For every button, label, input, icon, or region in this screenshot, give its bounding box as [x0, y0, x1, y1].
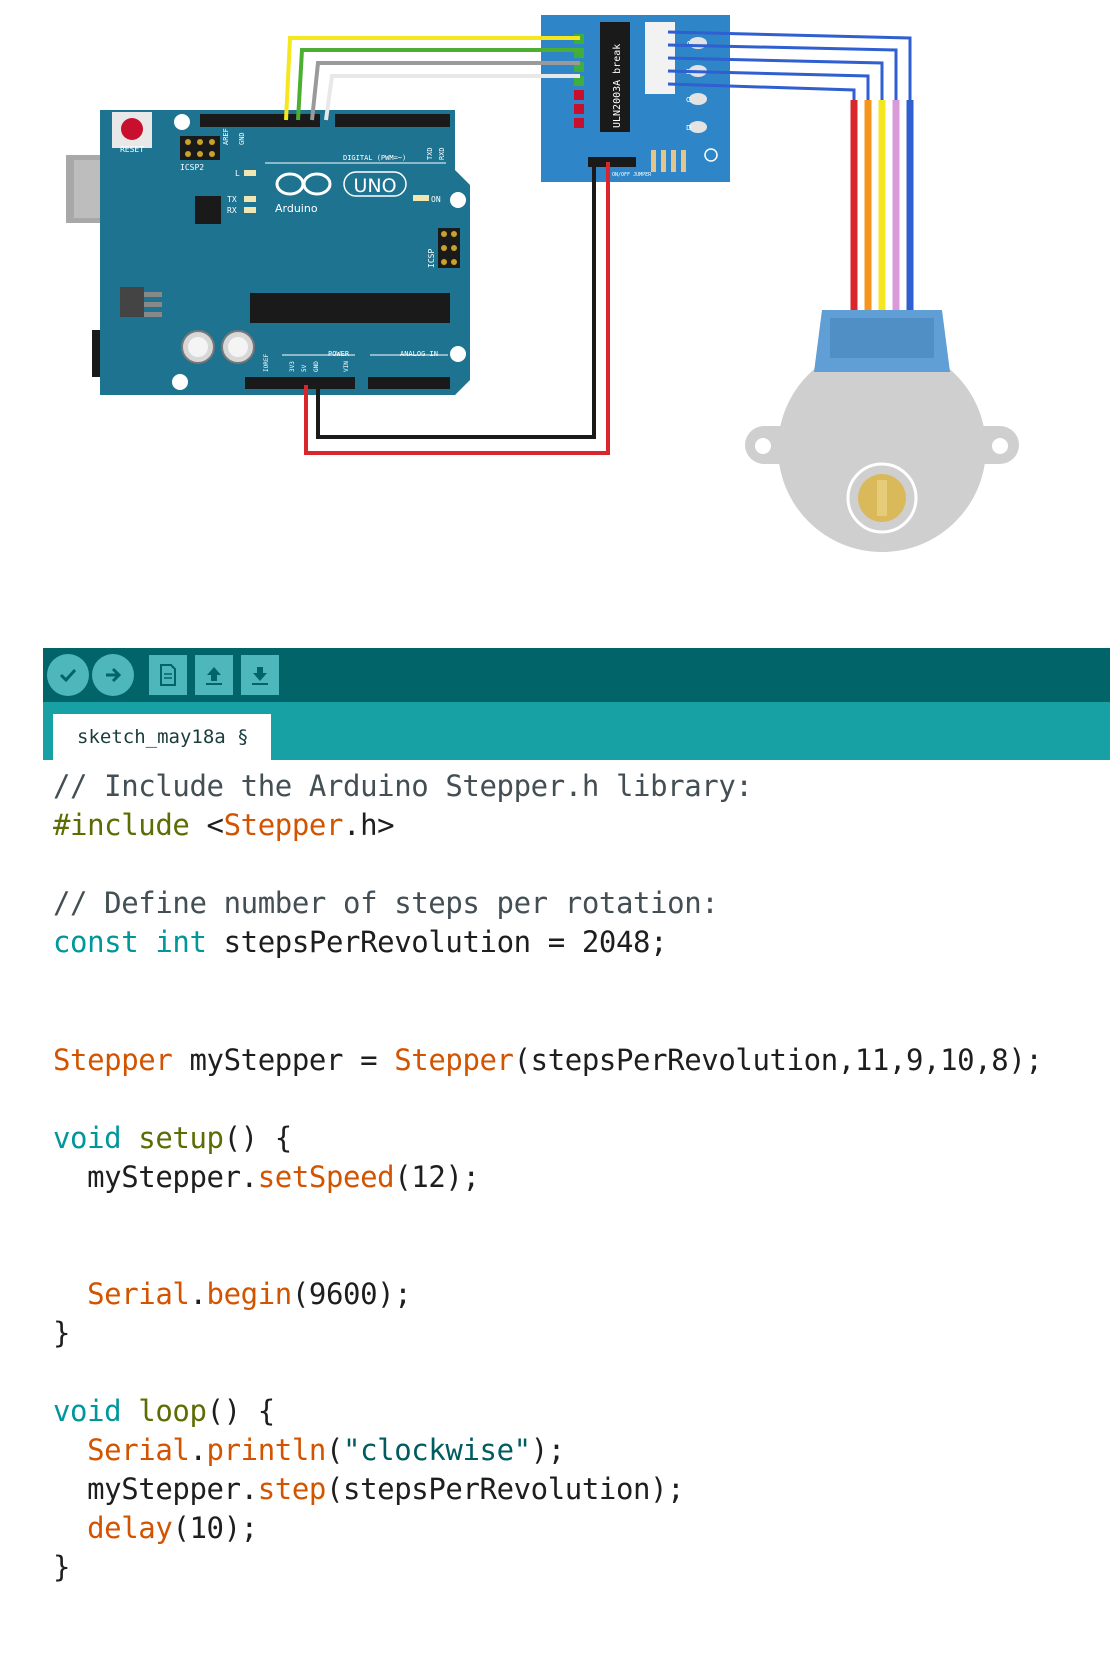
rx-label: RX [227, 206, 237, 215]
usb-chip [195, 196, 221, 224]
code-line-20: delay(10); [87, 1511, 258, 1545]
icsp2-header [180, 136, 220, 160]
upload-icon [106, 667, 122, 683]
code-line-19: myStepper.step(stepsPerRevolution); [53, 1472, 685, 1506]
led-label-c: C [686, 96, 691, 104]
new-icon [160, 664, 176, 686]
digital-label: DIGITAL (PWM=~) [343, 154, 406, 162]
aref-label: AREF [222, 128, 230, 145]
save-button[interactable] [241, 655, 279, 695]
code-line-17: void loop() { [53, 1394, 275, 1428]
code-line-1: // Include the Arduino Stepper.h library… [53, 769, 753, 803]
led-label-d: D [686, 124, 691, 132]
code-line-18: Serial.println("clockwise"); [53, 1433, 565, 1467]
icsp-header [438, 228, 460, 268]
wiring-diagram: RESET ICSP2 AREF GND TXD RXD DIGITAL (PW… [0, 0, 1110, 600]
v5-label: 5V [301, 364, 308, 372]
icsp-label: ICSP [427, 249, 436, 268]
code-line-4: // Define number of steps per rotation: [53, 886, 719, 920]
chip-label: ULN2003A break [612, 44, 623, 128]
upload-button[interactable] [92, 654, 134, 696]
open-icon [206, 667, 222, 685]
digital-header [200, 114, 450, 127]
gnd-label-power: GND [313, 361, 320, 372]
l-led-label: L [235, 169, 240, 178]
brand-label: Arduino [275, 202, 318, 215]
power-label: POWER [328, 350, 350, 358]
power-header [245, 377, 355, 389]
code-editor[interactable]: // Include the Arduino Stepper.h library… [53, 766, 1110, 1646]
code-line-14: Serial.begin(9600); [53, 1277, 412, 1311]
arduino-logo [275, 171, 407, 197]
voltage-regulator [120, 287, 144, 317]
board-model-label: UNO [353, 175, 396, 197]
open-button[interactable] [195, 655, 233, 695]
arduino-ide: sketch_may18a § // Include the Arduino S… [43, 648, 1110, 1654]
code-line-10: void setup() { [53, 1121, 292, 1155]
stepper-motor [745, 310, 1019, 552]
verify-button[interactable] [47, 654, 89, 696]
ide-toolbar [43, 648, 1110, 702]
on-label: ON [431, 195, 441, 204]
resistors [651, 150, 686, 172]
arduino-board [100, 110, 470, 395]
code-line-15: } [53, 1316, 71, 1350]
analog-header [368, 377, 450, 389]
v33-label: 3V3 [289, 361, 296, 372]
ioref-label: IOREF [263, 354, 270, 372]
tab-bar: sketch_may18a § [43, 702, 1110, 760]
reset-label: RESET [120, 145, 144, 154]
gnd-label-digital: GND [238, 132, 246, 145]
code-line-5: const int stepsPerRevolution = 2048; [53, 925, 668, 959]
vin-label: VIN [343, 361, 350, 372]
jumper-label: ON/OFF JUMPER [612, 172, 652, 178]
signal-wires [284, 36, 580, 121]
uln2003-chip [600, 22, 630, 132]
verify-icon [59, 668, 77, 683]
code-line-2: #include <Stepper.h> [53, 808, 395, 842]
save-icon [252, 667, 268, 685]
txd-label: TXD [426, 147, 434, 160]
tx-label: TX [227, 195, 237, 204]
circuit-illustration: RESET ICSP2 AREF GND TXD RXD DIGITAL (PW… [66, 15, 1019, 552]
motor-signal-wires [667, 30, 912, 100]
motor-leads [850, 100, 914, 315]
power-wires [304, 162, 610, 455]
analog-label: ANALOG IN [400, 350, 438, 358]
tab-label: sketch_may18a § [77, 726, 249, 748]
new-button[interactable] [149, 655, 187, 695]
code-line-21: } [53, 1550, 71, 1584]
code-line-8: Stepper myStepper = Stepper(stepsPerRevo… [53, 1043, 1043, 1077]
icsp2-label: ICSP2 [180, 163, 204, 172]
code-line-11: myStepper.setSpeed(12); [53, 1160, 480, 1194]
tab-sketch[interactable]: sketch_may18a § [53, 714, 271, 760]
microcontroller-chip [250, 293, 450, 323]
rxd-label: RXD [438, 147, 446, 160]
